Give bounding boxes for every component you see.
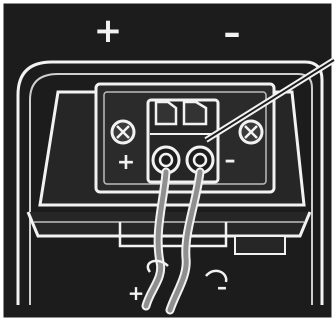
lower-tray (28, 212, 310, 236)
terminal-minus-label: – (225, 148, 236, 173)
tray-latch (235, 236, 285, 254)
wire-minus-label: – (217, 275, 227, 299)
terminal-plus-label: + (117, 150, 135, 175)
left-screw-icon (112, 121, 134, 143)
top-minus-label: – (224, 13, 241, 53)
minus-clip-lever (184, 102, 206, 124)
right-screw-icon (240, 121, 262, 143)
plus-clip-lever (156, 102, 176, 124)
wire-plus-label: + (128, 281, 145, 305)
top-plus-label: + (94, 11, 123, 51)
